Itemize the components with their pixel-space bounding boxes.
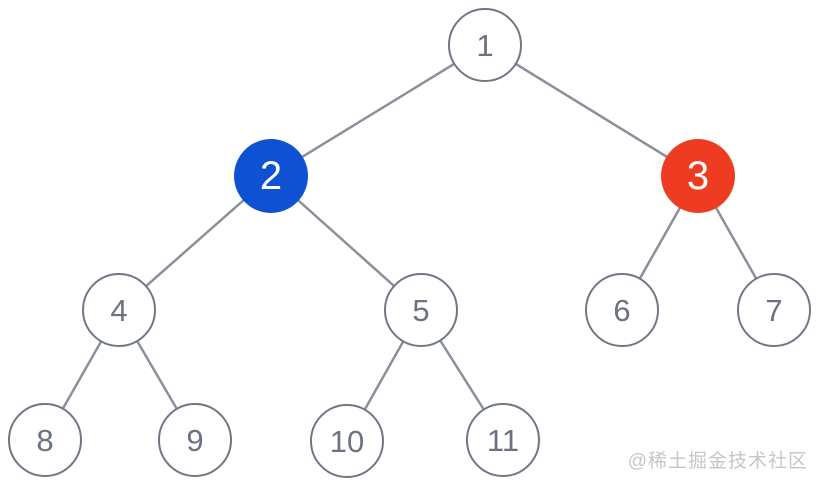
tree-node-10: 10 <box>310 404 384 478</box>
tree-node-3: 3 <box>661 139 735 213</box>
tree-node-8: 8 <box>8 403 82 477</box>
tree-node-9: 9 <box>158 403 232 477</box>
watermark: @稀土掘金技术社区 <box>627 451 808 472</box>
tree-node-7: 7 <box>737 273 811 347</box>
tree-node-5: 5 <box>384 273 458 347</box>
tree-node-1: 1 <box>448 8 522 82</box>
tree-edge-1-2 <box>270 43 486 178</box>
tree-node-11: 11 <box>466 403 540 477</box>
tree-node-6: 6 <box>585 273 659 347</box>
tree-edge-1-3 <box>484 43 699 178</box>
tree-node-2: 2 <box>234 139 308 213</box>
tree-node-4: 4 <box>82 273 156 347</box>
